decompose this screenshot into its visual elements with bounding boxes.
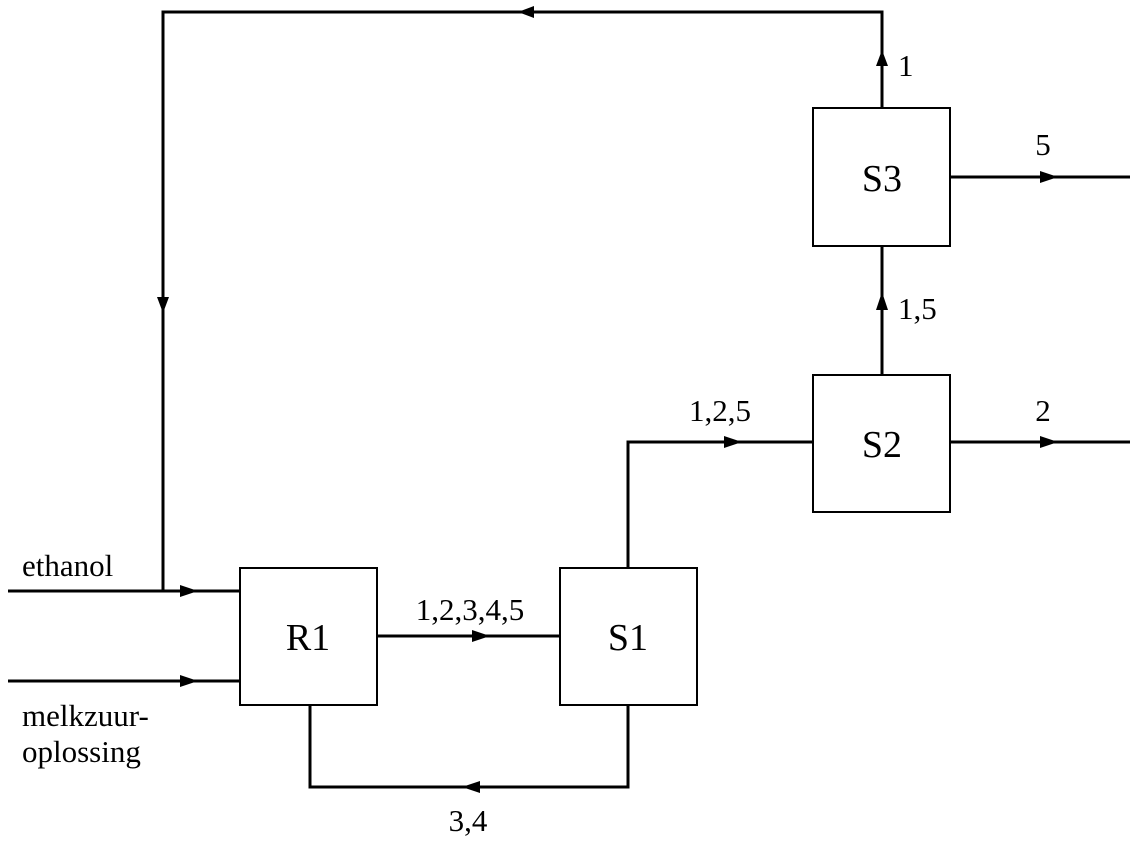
block-s1-label: S1 [608,617,648,659]
block-s1 [559,567,698,706]
stream-label-s2-out: 2 [1035,393,1051,428]
recycle-line [161,10,884,591]
block-s3-label: S3 [862,158,902,200]
stream-label-s2-to-s3: 1,5 [898,291,937,326]
melkzuur-label-line1: melkzuur- [22,698,149,733]
melkzuur-arrowhead [180,675,198,687]
block-r1-label: R1 [286,617,330,659]
recycle-arrowhead-top [518,6,534,18]
r1-to-s1-arrowhead [472,630,490,642]
s1-to-r1-return-line [308,705,630,789]
s2-output-arrowhead [1040,436,1058,448]
stream-label-r1-to-s1: 1,2,3,4,5 [416,592,525,627]
ethanol-arrowhead [180,585,198,597]
s3-output-arrowhead [1040,171,1058,183]
s3-out1-arrowhead [876,50,888,66]
melkzuur-label-line2: oplossing [22,734,141,769]
stream-label-s1-to-r1: 3,4 [449,803,488,838]
stream-label-s3-out: 5 [1035,127,1051,162]
ethanol-label: ethanol [22,548,113,583]
block-s2 [812,374,951,513]
block-s2-label: S2 [862,424,902,466]
block-r1 [239,567,378,706]
s1-to-r1-arrowhead [462,781,480,793]
block-s3 [812,107,951,247]
s1-to-s2-arrowhead [724,436,742,448]
s1-to-s2-line [626,440,813,568]
stream-label-s3-recycle: 1 [898,48,914,83]
s2-to-s3-arrowhead [876,292,888,310]
recycle-arrowhead-left [157,297,169,313]
stream-label-s1-to-s2: 1,2,5 [689,393,751,428]
